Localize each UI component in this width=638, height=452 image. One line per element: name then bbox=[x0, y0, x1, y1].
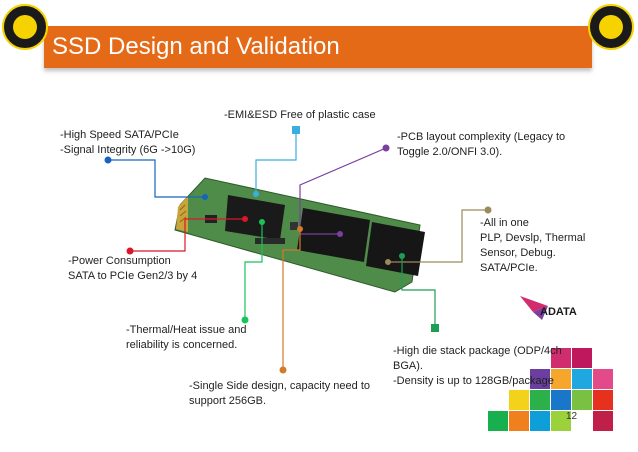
marker-power bbox=[126, 247, 134, 255]
slide-title: SSD Design and Validation bbox=[52, 33, 340, 60]
leader-allinone bbox=[388, 209, 488, 263]
brand-logo-text: ADATA bbox=[540, 306, 577, 318]
leader-power bbox=[130, 218, 245, 252]
note-thermal: -Thermal/Heat issue and reliability is c… bbox=[126, 324, 247, 351]
note-pcb: -PCB layout complexity (Legacy to Toggle… bbox=[397, 131, 566, 158]
marker-allinone bbox=[484, 206, 492, 214]
note-allinone: -All in one PLP, Devslp, Thermal Sensor,… bbox=[480, 217, 586, 274]
marker-emi bbox=[292, 126, 300, 134]
leader-single bbox=[282, 229, 301, 370]
page-number: 12 bbox=[566, 411, 578, 422]
marker-single bbox=[279, 366, 287, 374]
leader-thermal bbox=[244, 222, 263, 320]
note-single: -Single Side design, capacity need to su… bbox=[189, 380, 371, 407]
ssd-board bbox=[174, 177, 425, 293]
note-power: -Power Consumption SATA to PCIe Gen2/3 b… bbox=[68, 255, 198, 282]
leader-diestack bbox=[401, 256, 436, 328]
note-diestack: -High die stack package (ODP/4ch BGA). -… bbox=[393, 345, 562, 387]
marker-diestack bbox=[431, 324, 439, 332]
right-seal-icon bbox=[588, 4, 634, 50]
leader-pcb bbox=[299, 147, 387, 235]
marker-pcb bbox=[382, 144, 390, 152]
leader-sata bbox=[108, 159, 205, 198]
marker-thermal bbox=[241, 316, 249, 324]
note-sata: -High Speed SATA/PCIe -Signal Integrity … bbox=[60, 129, 196, 156]
marker-sata bbox=[104, 156, 112, 164]
title-bar bbox=[44, 26, 592, 68]
nand-chip-1 bbox=[297, 208, 370, 262]
controller-chip bbox=[225, 195, 285, 240]
adata-logo-bird-icon bbox=[520, 296, 548, 320]
note-emi: -EMI&ESD Free of plastic case bbox=[224, 109, 376, 121]
left-seal-icon bbox=[2, 4, 48, 50]
leader-emi bbox=[255, 130, 297, 194]
decorative-mosaic bbox=[488, 348, 613, 431]
